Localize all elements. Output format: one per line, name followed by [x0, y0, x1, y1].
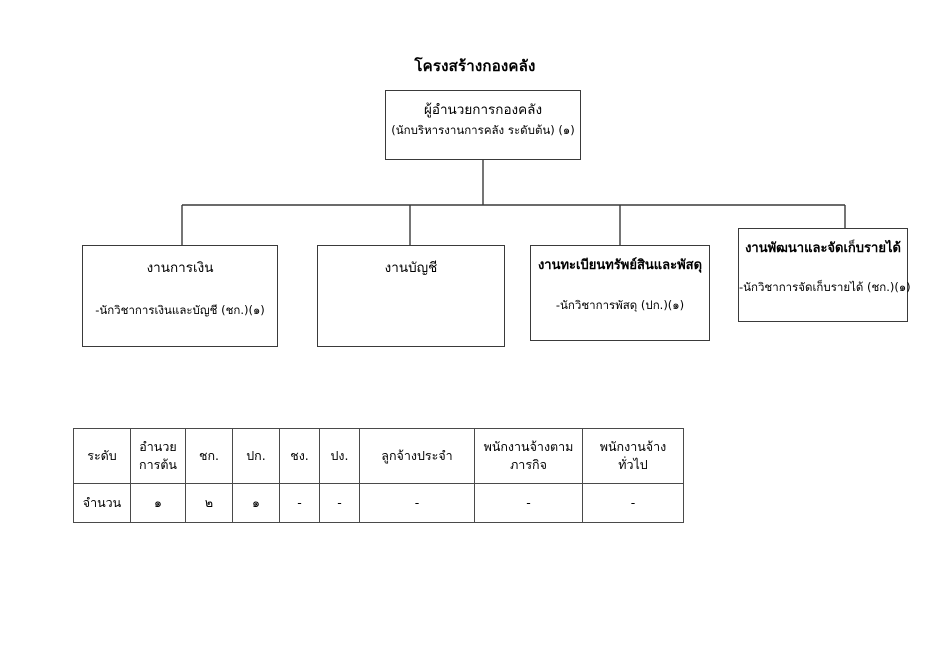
table-header-level: ระดับ: [73, 428, 131, 484]
org-node-finance-subtitle: -นักวิชาการเงินและบัญชี (ชก.)(๑): [95, 303, 265, 318]
org-node-director-subtitle: (นักบริหารงานการคลัง ระดับต้น) (๑): [391, 123, 575, 138]
org-node-revenue-development-title: งานพัฒนาและจัดเก็บรายได้: [745, 241, 901, 256]
org-node-director: ผู้อำนวยการกองคลัง (นักบริหารงานการคลัง …: [385, 90, 581, 160]
table-row-label: จำนวน: [73, 483, 131, 523]
staffing-table: ระดับ อำนวยการต้น ชก. ปก. ชง. ปง. ลูกจ้า…: [73, 428, 684, 523]
org-node-finance: งานการเงิน -นักวิชาการเงินและบัญชี (ชก.)…: [82, 245, 278, 347]
table-row: จำนวน ๑ ๒ ๑ - - - - -: [73, 483, 684, 523]
table-cell-por-ngor: -: [319, 483, 360, 523]
org-node-revenue-development-subtitle: -นักวิชาการจัดเก็บรายได้ (ชก.)(๑): [739, 279, 911, 294]
page-title: โครงสร้างกองคลัง: [414, 57, 536, 75]
table-header-permanent: ลูกจ้างประจำ: [359, 428, 475, 484]
org-node-director-title: ผู้อำนวยการกองคลัง: [423, 102, 543, 118]
org-node-assets-registry-title: งานทะเบียนทรัพย์สินและพัสดุ: [537, 258, 703, 273]
table-header-mission: พนักงานจ้างตามภารกิจ: [474, 428, 583, 484]
org-node-accounting: งานบัญชี: [317, 245, 505, 347]
table-cell-mission: -: [474, 483, 583, 523]
table-cell-general: -: [582, 483, 684, 523]
org-node-assets-registry: งานทะเบียนทรัพย์สินและพัสดุ -นักวิชาการพ…: [530, 245, 710, 341]
table-cell-permanent: -: [359, 483, 475, 523]
table-cell-chor-ngor: -: [279, 483, 320, 523]
table-cell-chor-kor: ๒: [185, 483, 233, 523]
table-cell-por-kor: ๑: [232, 483, 280, 523]
org-node-finance-title: งานการเงิน: [146, 260, 214, 276]
table-header-row: ระดับ อำนวยการต้น ชก. ปก. ชง. ปง. ลูกจ้า…: [73, 428, 684, 484]
table-header-chor-ngor: ชง.: [279, 428, 320, 484]
table-header-por-kor: ปก.: [232, 428, 280, 484]
table-header-exec: อำนวยการต้น: [130, 428, 186, 484]
org-node-assets-registry-subtitle: -นักวิชาการพัสดุ (ปก.)(๑): [555, 297, 685, 312]
table-cell-exec: ๑: [130, 483, 186, 523]
table-header-chor-kor: ชก.: [185, 428, 233, 484]
table-header-general: พนักงานจ้างทั่วไป: [582, 428, 684, 484]
org-node-revenue-development: งานพัฒนาและจัดเก็บรายได้ -นักวิชาการจัดเ…: [738, 228, 911, 322]
table-header-por-ngor: ปง.: [319, 428, 360, 484]
org-node-accounting-title: งานบัญชี: [384, 260, 438, 276]
